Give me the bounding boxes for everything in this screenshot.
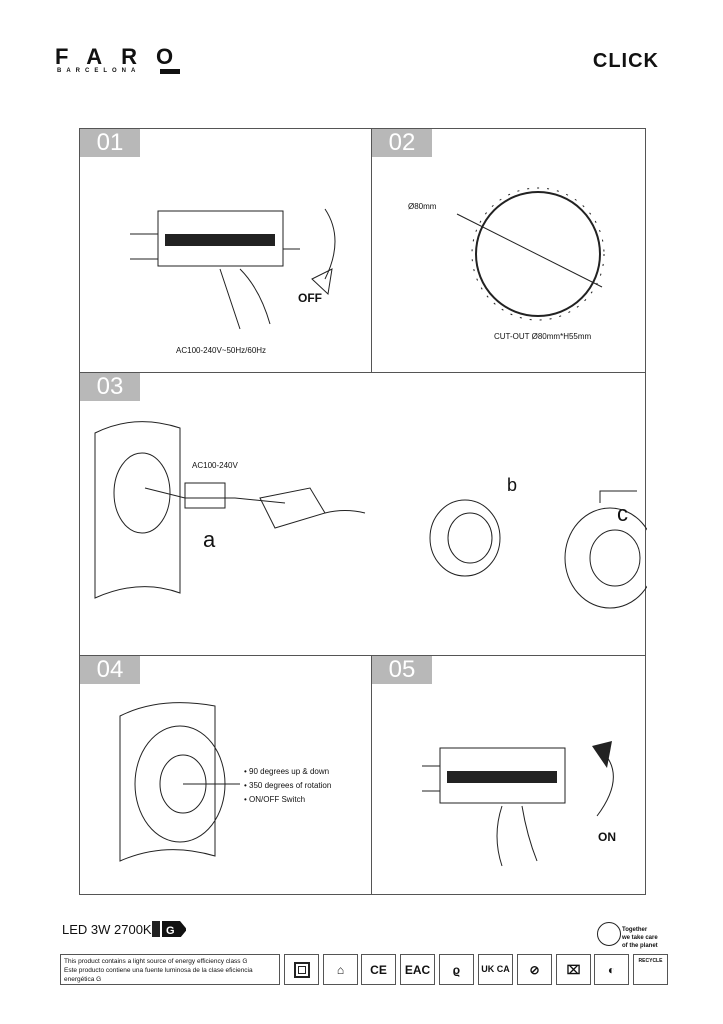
step-01-panel: 01 OFF AC100-240V~50Hz/60Hz [79,128,372,373]
feature-item: • 350 degrees of rotation [244,781,332,790]
cutout-label: CUT-OUT Ø80mm*H55mm [494,332,592,341]
step-04-panel: 04 • 90 degrees up & down • 350 degrees … [79,655,372,895]
indoor-use-icon: ⌂ [323,954,358,985]
breaker-on-illustration [422,741,614,867]
label-b: b [507,475,518,495]
notice-es: Este producto contiene una fuente lumino… [64,967,253,983]
planet-slogan: Together we take care of the planet [622,926,658,950]
step-number: 04 [80,656,140,684]
fire-safety-icon: ϱ [439,954,474,985]
installation-illustration [94,421,647,609]
spec-text: LED 3W 2700K [62,922,152,937]
eac-mark-icon: EAC [400,954,435,985]
energy-notice: This product contains a light source of … [60,954,280,985]
diameter-label: Ø80mm [408,202,437,211]
ukca-mark-icon: UK CA [478,954,513,985]
label-a: a [203,527,216,552]
brand-subtitle: BARCELONA [57,68,141,74]
step-number: 01 [80,129,140,157]
cutout-illustration [456,187,605,321]
voltage-label: AC100-240V~50Hz/60Hz [176,346,267,355]
step-number: 02 [372,129,432,157]
step-number: 03 [80,373,140,401]
on-label: ON [598,830,616,844]
planet-line: Together [622,927,648,933]
brand-logo: FARO [55,44,193,69]
voltage-label: AC100-240V [192,461,238,470]
breaker-off-illustration [130,208,336,330]
step-number: 05 [372,656,432,684]
logo-bar [160,69,180,74]
recycle-icon: RECYCLE [633,954,668,985]
energy-class-badge: G [152,921,186,937]
ce-mark-icon: CE [361,954,396,985]
planet-line: of the planet [622,943,658,949]
features-list: • 90 degrees up & down • 350 degrees of … [244,765,331,807]
notice-en: This product contains a light source of … [64,958,248,965]
class-ii-icon [284,954,319,985]
off-label: OFF [298,291,322,305]
no-halogen-icon: ⊘ [517,954,552,985]
weee-bin-icon: ⌧ [556,954,591,985]
planet-heart-icon [597,922,621,946]
planet-line: we take care [622,935,658,941]
feature-item: • 90 degrees up & down [244,767,330,776]
step-03-panel: 03 AC100-240V a b c [79,372,647,656]
step-02-panel: 02 Ø80mm CUT-OUT Ø80mm*H55mm [371,128,646,373]
energy-class-letter: G [166,925,175,937]
feature-item: • ON/OFF Switch [244,795,306,804]
step-05-panel: 05 ON [371,655,646,895]
rotation-illustration [119,702,240,862]
product-title: CLICK [592,50,659,72]
green-dot-icon: ◐ [594,954,629,985]
label-c: c [617,501,628,526]
